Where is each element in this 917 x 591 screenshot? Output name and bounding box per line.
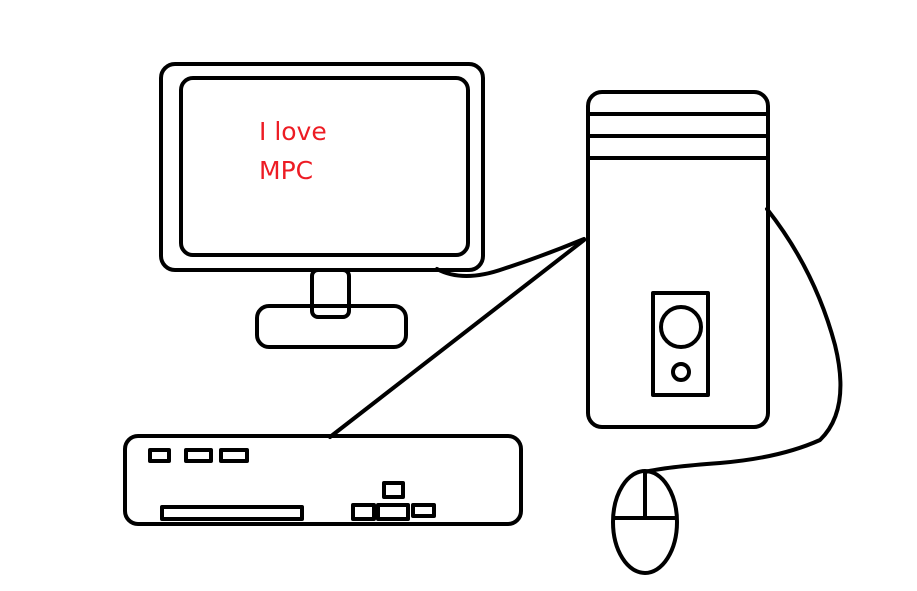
arrow-key-left: [351, 503, 376, 521]
screen-text-line-1: I love: [259, 117, 327, 146]
arrow-key-up: [382, 481, 405, 499]
mouse: [611, 469, 679, 575]
monitor-screen-text: I love MPC: [259, 112, 327, 190]
screen-text-line-2: MPC: [259, 156, 314, 185]
keyboard: [123, 434, 523, 526]
monitor-stand-base: [255, 304, 408, 349]
power-button-icon: [659, 305, 703, 349]
keyboard-spacebar: [160, 505, 304, 521]
monitor-screen: [179, 76, 470, 257]
monitor-cable: [435, 237, 586, 278]
keyboard-body: [123, 434, 523, 526]
power-led-icon: [671, 362, 691, 382]
monitor: [159, 62, 485, 349]
power-panel: [651, 291, 710, 397]
arrow-key-right: [411, 503, 436, 518]
keyboard-key: [219, 448, 249, 463]
keyboard-cable: [328, 238, 586, 439]
mouse-cable: [643, 207, 843, 474]
keyboard-key: [148, 448, 171, 463]
tower-body: [586, 90, 770, 429]
tower-case: [586, 90, 770, 429]
monitor-neck: [310, 268, 351, 319]
keyboard-key: [184, 448, 213, 463]
arrow-key-down: [376, 503, 410, 521]
